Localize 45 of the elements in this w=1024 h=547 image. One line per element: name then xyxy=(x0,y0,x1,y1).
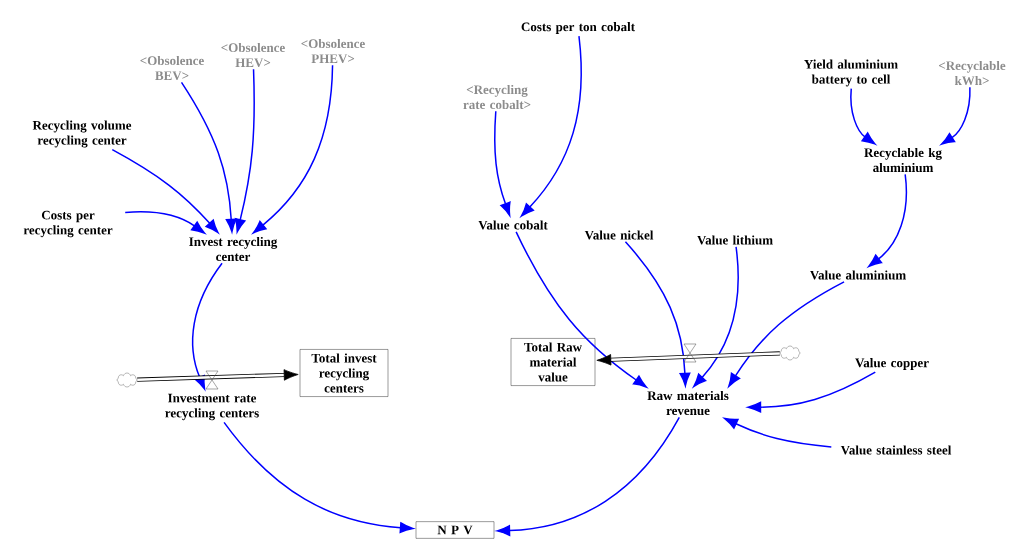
variable-label: <Obsolence BEV> xyxy=(140,55,204,81)
variable-label: <Recyclable kWh> xyxy=(939,60,1006,86)
arrow xyxy=(496,416,681,536)
arrow xyxy=(191,262,223,390)
variable-label: <Obsolence PHEV> xyxy=(301,38,365,64)
stock-box: Total invest recycling centers xyxy=(299,349,389,397)
variable-label: Costs per ton cobalt xyxy=(521,22,635,34)
variable-label: Costs per recycling center xyxy=(23,210,113,238)
arrow xyxy=(234,68,255,233)
arrow xyxy=(693,246,739,388)
variable-label: Yield aluminium battery to cell xyxy=(804,59,898,87)
variable-label: Recyclable kg aluminium xyxy=(864,147,942,173)
arrow xyxy=(252,64,334,234)
variable-label: Invest recycling center xyxy=(189,236,278,262)
arrow xyxy=(624,241,691,387)
arrow xyxy=(111,148,219,234)
variable-label: Value lithium xyxy=(697,235,773,245)
variable-label: Raw materials revenue xyxy=(647,390,729,416)
arrow xyxy=(728,281,845,387)
variable-label: Value stainless steel xyxy=(840,445,952,455)
stock-box: Total Raw material value xyxy=(510,338,596,386)
flow-pipe xyxy=(137,369,299,382)
arrow xyxy=(515,231,647,388)
arrow xyxy=(223,421,414,534)
variable-label: Value copper xyxy=(855,358,929,370)
variable-label: Value aluminium xyxy=(810,270,906,280)
variable-label: Value cobalt xyxy=(478,220,548,230)
variable-label: Value nickel xyxy=(584,230,654,240)
arrow xyxy=(850,87,876,145)
cloud-symbol xyxy=(116,372,138,388)
arrow xyxy=(941,86,971,145)
flow-pipe xyxy=(596,351,780,366)
arrow xyxy=(747,371,877,413)
arrow xyxy=(520,35,582,217)
arrow xyxy=(180,81,237,233)
variable-label: Investment rate recycling centers xyxy=(165,393,259,421)
arrow xyxy=(124,211,206,234)
arrow xyxy=(494,110,511,217)
cloud-symbol xyxy=(779,345,801,361)
arrow xyxy=(868,173,908,268)
variable-label: <Recycling rate cobalt> xyxy=(463,84,531,110)
arrow xyxy=(724,417,833,448)
variable-label: <Obsolence HEV> xyxy=(221,42,285,68)
stock-box: N P V xyxy=(415,521,495,539)
variable-label: Recycling volume recycling center xyxy=(32,120,132,148)
